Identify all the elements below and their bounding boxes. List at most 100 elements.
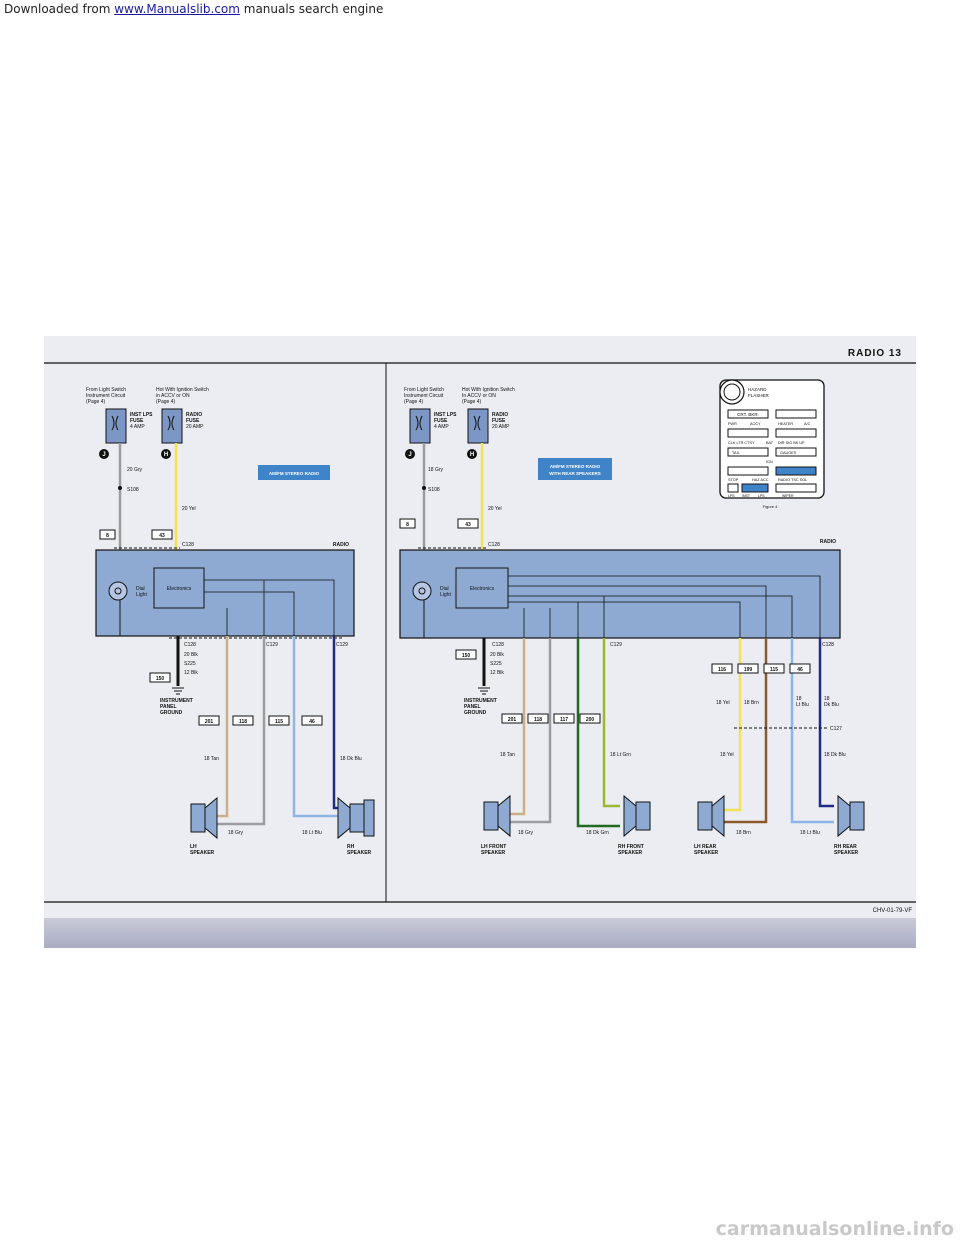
r-rear-115: 115 [770, 667, 778, 673]
fb-r5-lps2: LPS [758, 494, 765, 498]
r-wire-gry-label: 18 Gry [428, 467, 444, 473]
r-lh-front-speaker [483, 794, 511, 838]
wiring-diagram: CHV-01-79-VF From Light Switch Instrumen… [44, 362, 916, 914]
r-wire-dkblu-rear [818, 638, 834, 808]
l-fuse2-name: RADIO [186, 412, 202, 418]
r-front-201: 201 [508, 717, 517, 723]
l-electronics-box [153, 567, 205, 609]
l-radio-title: RADIO [333, 542, 349, 548]
r-wire-dkblu-a1: 18 [824, 696, 830, 702]
crt-bkr-label: CRT. BKR. [737, 412, 759, 417]
r-source2-line1: Hot With Ignition Switch [462, 387, 515, 393]
r-rh-front-2: SPEAKER [618, 850, 643, 856]
flasher-title-2: FLASHER [748, 393, 770, 398]
r-wire-ltgrn [602, 638, 620, 808]
r-wire-yel-b: 18 Yel [720, 752, 734, 758]
r-fuse1-symbol [415, 415, 423, 431]
fb-r2-bat: BAT [766, 441, 774, 445]
l-radio-box [95, 549, 355, 637]
r-front-200: 200 [586, 717, 595, 723]
l-internal-wiring [204, 579, 335, 636]
l-ground-circuit: 150 [156, 676, 165, 682]
l-circuit-b: 43 [159, 533, 165, 539]
l-fuse1-label: FUSE [130, 418, 144, 424]
l-wire-yel-label: 20 Yel [182, 506, 196, 512]
l-circuit-115: 115 [275, 719, 283, 725]
l-splice-dot [118, 486, 122, 490]
r-rear-199-box [737, 663, 759, 674]
l-gnd-splice: S225 [184, 661, 196, 667]
l-source2-line1: Hot With Ignition Switch [156, 387, 209, 393]
l-circuit-46-box [301, 715, 323, 726]
l-ground-circuit-box [149, 672, 171, 683]
r-front-117: 117 [560, 717, 568, 723]
r-rear-116-box [711, 663, 733, 674]
manualslib-link[interactable]: www.Manualslib.com [114, 2, 240, 16]
banner-prefix: Downloaded from [4, 2, 115, 16]
l-conn-bl: C128 [184, 642, 196, 648]
tail-cell [727, 447, 769, 457]
r-gnd-splice: S225 [490, 661, 502, 667]
r-rh-rear-2: SPEAKER [834, 850, 859, 856]
l-source2-line2: in ACCV or ON [156, 393, 190, 399]
r-wire-yel-label: 20 Yel [488, 506, 502, 512]
fb-r2-dir: DIR SIG BK UP [778, 441, 805, 445]
l-wire-dkblu-label: 18 Dk Blu [340, 756, 362, 762]
r-radio-title: RADIO [820, 539, 836, 545]
r-fuse2-rating: 20 AMP [492, 424, 510, 430]
l-marker-j-circle [99, 449, 109, 459]
r-rear-116: 116 [718, 667, 726, 673]
l-circuit-46: 46 [309, 719, 315, 725]
r-lh-rear-2: SPEAKER [694, 850, 719, 856]
wiper-cell [775, 483, 817, 493]
r-wire-brn-a: 18 Brn [744, 700, 759, 706]
l-wire-ltblu [292, 636, 344, 818]
r-ground-symbol [478, 687, 490, 695]
fuse-block-diagram: HAZARD FLASHER CRT. BKR. PWR ACCY HEATER… [719, 379, 825, 509]
r-marker-j-circle [405, 449, 415, 459]
r-dial-light-2: Light [440, 592, 451, 598]
r-wire-dkblu-a2: Dk Blu [824, 702, 839, 708]
r-source1-line1: From Light Switch [404, 387, 444, 393]
l-ground-label-1: INSTRUMENT [160, 698, 193, 704]
r-rh-front-speaker [623, 794, 651, 838]
crt-bkr-cell [727, 409, 769, 419]
fb-r1-accy: ACCY [750, 422, 761, 426]
r-wire-ltblu-a1: 18 [796, 696, 802, 702]
r-wire-ltblu-b: 18 Lt Blu [800, 830, 820, 836]
r-rh-rear-speaker [837, 794, 865, 838]
stop-cell [727, 466, 769, 476]
l-fuse1-rating: 4 AMP [130, 424, 145, 430]
r-fuse1-label: FUSE [434, 418, 448, 424]
flasher-title-1: HAZARD [748, 387, 767, 392]
r-conn-br: C128 [822, 642, 834, 648]
fb-r4-radio: RADIO TSC SOL [778, 478, 807, 482]
r-gnd-wire2: 12 Blk [490, 670, 504, 676]
r-source1-line3: (Page 4) [404, 399, 424, 405]
r-conn-bm: C129 [610, 642, 622, 648]
l-wire-gry [214, 636, 266, 826]
r-ground-circuit: 150 [462, 653, 471, 659]
r-fuse2-label: FUSE [492, 418, 506, 424]
l-dial-light-icon [108, 581, 128, 601]
r-wire-dkgrn-label: 18 Dk Grn [586, 830, 609, 836]
l-marker-h-circle [161, 449, 171, 459]
figure-code: CHV-01-79-VF [873, 908, 913, 914]
l-source1-line2: Instrument Circuit [86, 393, 126, 399]
r-wire-gry-label2: 18 Gry [518, 830, 534, 836]
watermark: carmanualsonline.info [715, 1218, 954, 1240]
r-conn-bl: C128 [492, 642, 504, 648]
fb-r5-wiper: WIPER [782, 494, 794, 498]
r-note-box [538, 458, 612, 480]
r-rh-front-1: RH FRONT [618, 844, 644, 850]
dir-sig-cell [775, 428, 817, 438]
r-front-201-box [501, 713, 523, 724]
r-lh-rear-speaker [697, 794, 725, 838]
lps-cell [727, 483, 739, 493]
r-splice-label: S108 [428, 487, 440, 493]
r-conn-top: C128 [488, 542, 500, 548]
r-gnd-wire: 20 Blk [490, 652, 504, 658]
r-internal-wiring [508, 575, 821, 638]
l-conn-top: C128 [182, 542, 194, 548]
gauges-cell [775, 447, 817, 457]
